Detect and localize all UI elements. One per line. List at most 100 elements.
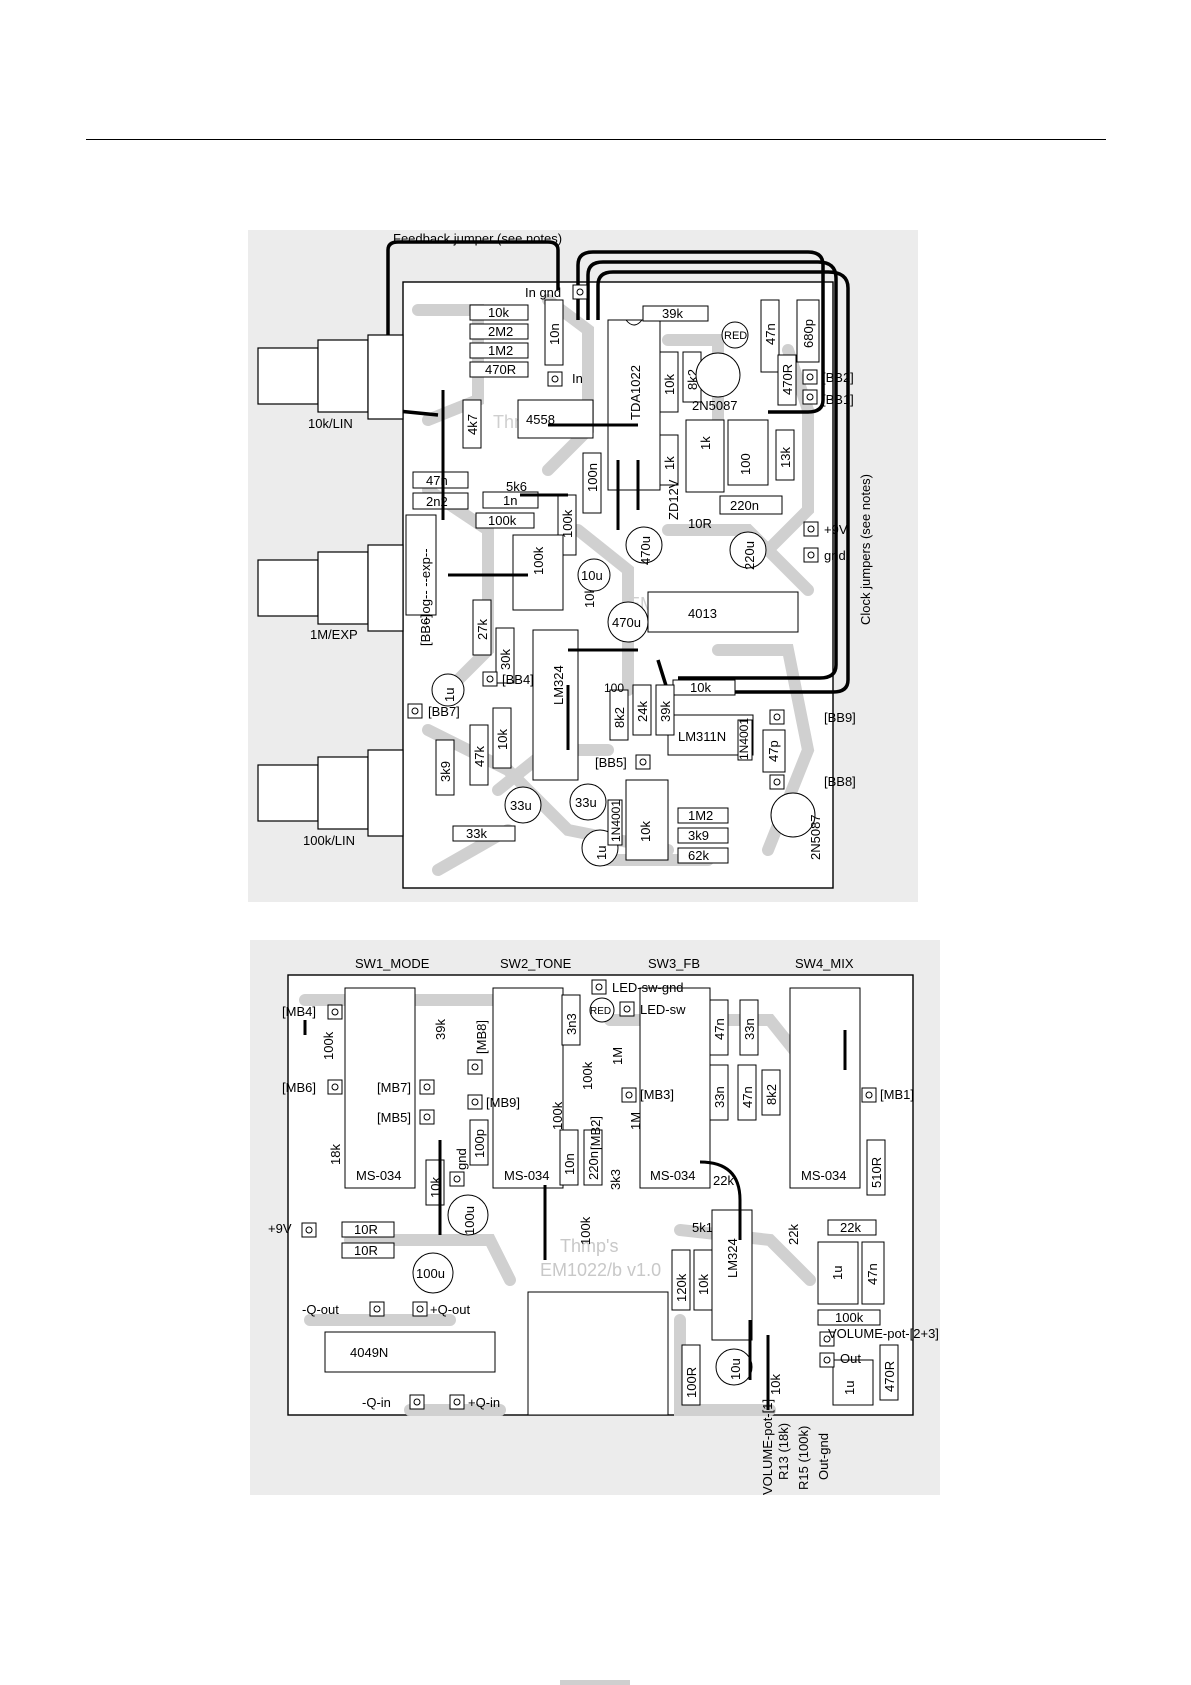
svg-text:1k: 1k <box>698 436 713 450</box>
board1-misc: RED 2N5087 2N5087 ZD12V 1N4001 1N4001 <box>607 321 823 860</box>
log-exp-switch-label: --log-- --exp-- <box>418 548 433 625</box>
trimmer-10k[interactable]: 100 <box>727 419 769 486</box>
svg-text:In gnd: In gnd <box>525 285 561 300</box>
pad-mb3[interactable]: [MB3] <box>621 1087 674 1103</box>
pad-mb5[interactable]: [MB5] <box>377 1109 435 1125</box>
pad-9v[interactable]: +9V <box>803 521 848 537</box>
pad-bb7[interactable]: [BB7] <box>407 703 460 719</box>
pot-10k-lin[interactable] <box>257 334 404 420</box>
pad-mb7[interactable]: [MB7] <box>377 1079 435 1095</box>
pad-bb2[interactable]: [BB2] <box>802 369 854 385</box>
svg-text:470R: 470R <box>485 362 516 377</box>
trimmer-100k[interactable]: 100k <box>512 534 564 611</box>
resistor-47k: 47k <box>469 724 489 786</box>
svg-text:100k: 100k <box>560 509 575 538</box>
electrolytic-10u: 10u <box>577 558 611 592</box>
pad-bb5[interactable]: [BB5] <box>595 754 651 770</box>
switch-sw3-fb[interactable]: MS-034 <box>639 987 711 1189</box>
resistor-39k-b: 39k <box>655 684 675 736</box>
resistor-10k-b: 10k <box>693 1249 713 1311</box>
svg-text:2N5087: 2N5087 <box>692 398 738 413</box>
resistor-470r-b: 470R <box>879 1344 899 1401</box>
svg-text:ZD12V: ZD12V <box>666 479 681 520</box>
diode-1n4001-a: 1N4001 <box>737 718 753 761</box>
svg-text:33n: 33n <box>712 1086 727 1108</box>
svg-text:Out: Out <box>840 1351 861 1366</box>
pad-mb9[interactable]: [MB9] <box>467 1094 520 1110</box>
board2-bottom-notes: VOLUME-pot-[1] R13 (18k) R15 (100k) Out-… <box>760 1399 831 1495</box>
pad-q-out-neg[interactable]: -Q-out <box>302 1301 385 1317</box>
pad-out[interactable]: Out <box>819 1351 861 1368</box>
cap-100p: 100p <box>469 1119 489 1166</box>
resistor-24k: 24k <box>632 684 652 736</box>
pad-mb2[interactable]: [MB2] <box>588 1116 603 1150</box>
switch-sw1-mode[interactable]: MS-034 <box>344 987 416 1189</box>
resistor-39k: 39k <box>642 305 709 322</box>
board1-wire-links <box>441 390 640 750</box>
pad-mb1[interactable]: [MB1] <box>861 1087 914 1103</box>
pad-led-sw-gnd[interactable]: LED-sw-gnd <box>591 979 684 995</box>
pad-led-sw[interactable]: LED-sw <box>619 1001 686 1017</box>
resistor-120k: 120k <box>671 1249 691 1311</box>
svg-text:33u: 33u <box>510 798 532 813</box>
resistor-3k9: 3k9 <box>435 739 455 796</box>
pad-q-in-pos[interactable]: +Q-in <box>449 1394 500 1410</box>
svg-text:220u: 220u <box>742 541 757 570</box>
cap-3n3: 3n3 <box>561 994 581 1046</box>
svg-text:[MB3]: [MB3] <box>640 1087 674 1102</box>
switch-label-sw1-mode: SW1_MODE <box>355 956 430 971</box>
svg-text:13k: 13k <box>778 447 793 468</box>
pad-q-in-neg[interactable]: -Q-in <box>362 1394 425 1410</box>
chip-4049n: 4049N <box>324 1331 496 1373</box>
resistor-100r: 100R <box>681 1344 701 1406</box>
pad-volume-pot-2-3[interactable]: VOLUME-pot-[2+3] <box>819 1326 939 1347</box>
electrolytic-1u-a: 1u <box>431 673 465 707</box>
pad-bb4[interactable]: [BB4] <box>482 671 534 687</box>
pot-100k-lin-label: 100k/LIN <box>303 833 355 848</box>
svg-text:47n: 47n <box>712 1018 727 1040</box>
svg-text:1u: 1u <box>594 846 609 860</box>
trimmer-1k[interactable]: 1k <box>685 419 725 493</box>
svg-text:MS-034: MS-034 <box>504 1168 550 1183</box>
board1-vertical-parts: 10n 47n 680p 10k 8k2 470R 4k7 1k 13k 1k … <box>435 299 820 861</box>
svg-text:39k: 39k <box>662 306 683 321</box>
pad-bb1[interactable]: [BB1] <box>802 389 854 407</box>
resistor-22k-a: 22k <box>713 1173 734 1188</box>
pad-mb6[interactable]: [MB6] <box>282 1079 343 1095</box>
svg-text:RED: RED <box>590 1006 611 1017</box>
svg-text:[MB7]: [MB7] <box>377 1080 411 1095</box>
svg-text:8k2: 8k2 <box>764 1084 779 1105</box>
pad-mb8[interactable]: [MB8] <box>467 1020 489 1075</box>
resistor-10k: 10k <box>469 304 529 321</box>
pad-mb4[interactable]: [MB4] <box>282 1004 343 1020</box>
trimmer-10k-b[interactable]: 10k <box>625 779 669 861</box>
chip-4013-label: 4013 <box>688 606 717 621</box>
board2-switches: MS-034 MS-034 MS-034 MS-034 <box>344 987 861 1189</box>
resistor-100k-c: 100k <box>550 1101 565 1130</box>
svg-text:24k: 24k <box>635 701 650 722</box>
resistor-5k1: 5k1 <box>692 1220 713 1235</box>
svg-text:8k2: 8k2 <box>612 707 627 728</box>
svg-text:gnd: gnd <box>454 1148 469 1170</box>
pot-100k-lin[interactable] <box>257 749 404 837</box>
switch-sw2-tone[interactable]: MS-034 <box>492 987 564 1189</box>
pad-bb6[interactable]: [BB6] <box>418 614 433 646</box>
switch-sw4-mix[interactable]: MS-034 <box>789 987 861 1189</box>
svg-text:22k: 22k <box>840 1220 861 1235</box>
pad-gnd-b[interactable]: gnd <box>449 1148 469 1187</box>
pad-gnd[interactable]: gnd <box>803 547 846 563</box>
resistor-10k-v: 10k <box>659 351 679 413</box>
pad-bb9[interactable]: [BB9] <box>769 709 856 725</box>
pad-bb8[interactable]: [BB8] <box>769 774 856 790</box>
svg-text:[BB4]: [BB4] <box>502 672 534 687</box>
pad-in[interactable]: In <box>547 371 583 387</box>
pad-q-out-pos[interactable]: +Q-out <box>412 1301 470 1317</box>
svg-text:3n3: 3n3 <box>564 1013 579 1035</box>
pad-in-gnd[interactable]: In gnd <box>525 284 588 300</box>
pot-1m-exp[interactable] <box>257 544 404 632</box>
log-exp-switch[interactable] <box>405 514 437 616</box>
svg-text:100R: 100R <box>684 1367 699 1398</box>
svg-text:10k: 10k <box>488 305 509 320</box>
svg-text:LED-sw-gnd: LED-sw-gnd <box>612 980 684 995</box>
pad-9v-b[interactable]: +9V <box>268 1221 317 1238</box>
